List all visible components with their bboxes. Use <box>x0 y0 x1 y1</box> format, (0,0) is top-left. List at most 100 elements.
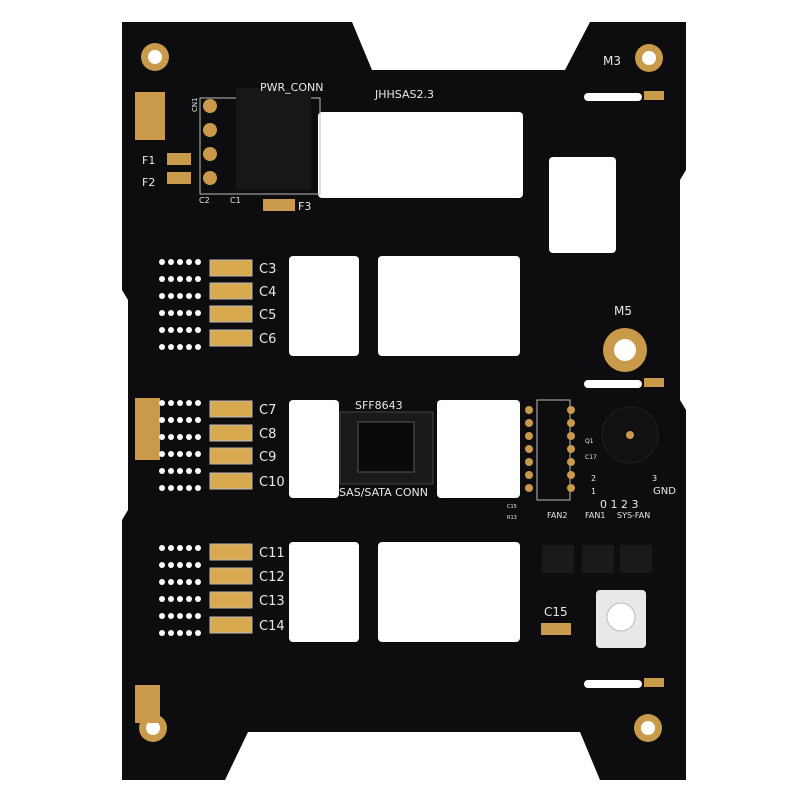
tantalum-cap <box>209 424 253 442</box>
pwr-conn-label: PWR_CONN <box>260 81 323 94</box>
tantalum-cap <box>209 447 253 465</box>
ic-pin <box>525 406 533 414</box>
ic-pin <box>567 484 575 492</box>
board-outline <box>122 22 686 780</box>
via <box>177 344 183 350</box>
via <box>186 613 192 619</box>
via <box>168 293 174 299</box>
ic-pin <box>525 419 533 427</box>
fan2-label: FAN2 <box>547 511 567 520</box>
via <box>186 434 192 440</box>
gold-pads <box>135 91 664 723</box>
via <box>195 579 201 585</box>
via <box>195 630 201 636</box>
cn1-label: CN1 <box>191 97 199 112</box>
sys-fan-label: SYS-FAN <box>617 511 650 520</box>
via <box>159 310 165 316</box>
ic-pin <box>525 484 533 492</box>
sff8643-label: SFF8643 <box>355 399 403 412</box>
via <box>195 327 201 333</box>
tantalum-cap <box>209 472 253 490</box>
via <box>177 327 183 333</box>
row3-label: 3 <box>652 474 657 483</box>
via <box>195 545 201 551</box>
via <box>186 630 192 636</box>
tantalum-cap <box>209 400 253 418</box>
via <box>186 545 192 551</box>
via <box>195 485 201 491</box>
via <box>159 596 165 602</box>
c15-label: C15 <box>544 605 568 619</box>
cap-label: C11 <box>259 546 285 561</box>
via <box>168 545 174 551</box>
m5-label: M5 <box>614 304 632 318</box>
via <box>186 579 192 585</box>
via <box>168 434 174 440</box>
via <box>177 434 183 440</box>
via <box>186 293 192 299</box>
tantalum-caps <box>209 259 253 634</box>
ic-pin <box>567 432 575 440</box>
via <box>186 327 192 333</box>
via <box>177 417 183 423</box>
ic-pin <box>525 458 533 466</box>
c1-label: C1 <box>230 196 241 205</box>
c2-label: C2 <box>199 196 210 205</box>
gnd-label: GND <box>653 486 676 497</box>
via <box>177 579 183 585</box>
via <box>159 613 165 619</box>
via <box>186 451 192 457</box>
c-small-label: C15 <box>507 504 517 510</box>
via <box>159 327 165 333</box>
via <box>177 310 183 316</box>
via <box>168 451 174 457</box>
q1-label: Q1 <box>585 438 594 445</box>
ic-pin <box>567 419 575 427</box>
via <box>159 545 165 551</box>
via <box>159 485 165 491</box>
via <box>177 545 183 551</box>
via <box>168 596 174 602</box>
via <box>195 310 201 316</box>
via <box>177 468 183 474</box>
board-model-label: JHHSAS2.3 <box>374 88 434 101</box>
via <box>186 344 192 350</box>
via <box>186 310 192 316</box>
via <box>168 579 174 585</box>
cap-label: C8 <box>259 427 276 442</box>
sas-sata-conn-label: SAS/SATA CONN <box>339 486 428 499</box>
cap-label: C6 <box>259 332 276 347</box>
tantalum-cap <box>209 282 253 300</box>
row1-label: 1 <box>591 487 596 496</box>
cap-label: C3 <box>259 262 276 277</box>
tantalum-cap <box>209 543 253 561</box>
ic-pin <box>567 445 575 453</box>
ic-pin <box>567 471 575 479</box>
via <box>195 259 201 265</box>
via <box>159 259 165 265</box>
via <box>177 596 183 602</box>
via <box>168 276 174 282</box>
via <box>195 293 201 299</box>
via <box>195 596 201 602</box>
via <box>159 630 165 636</box>
via-grids <box>159 259 201 636</box>
via <box>186 562 192 568</box>
via <box>195 562 201 568</box>
via <box>186 468 192 474</box>
via <box>195 613 201 619</box>
tantalum-cap <box>209 305 253 323</box>
via <box>195 451 201 457</box>
via <box>177 485 183 491</box>
via <box>177 630 183 636</box>
tantalum-cap <box>209 259 253 277</box>
tantalum-cap <box>209 616 253 634</box>
via <box>177 400 183 406</box>
via <box>177 562 183 568</box>
via <box>159 417 165 423</box>
via <box>168 344 174 350</box>
via <box>186 276 192 282</box>
via <box>159 468 165 474</box>
cap-label: C12 <box>259 570 285 585</box>
board-cutouts <box>289 93 642 688</box>
